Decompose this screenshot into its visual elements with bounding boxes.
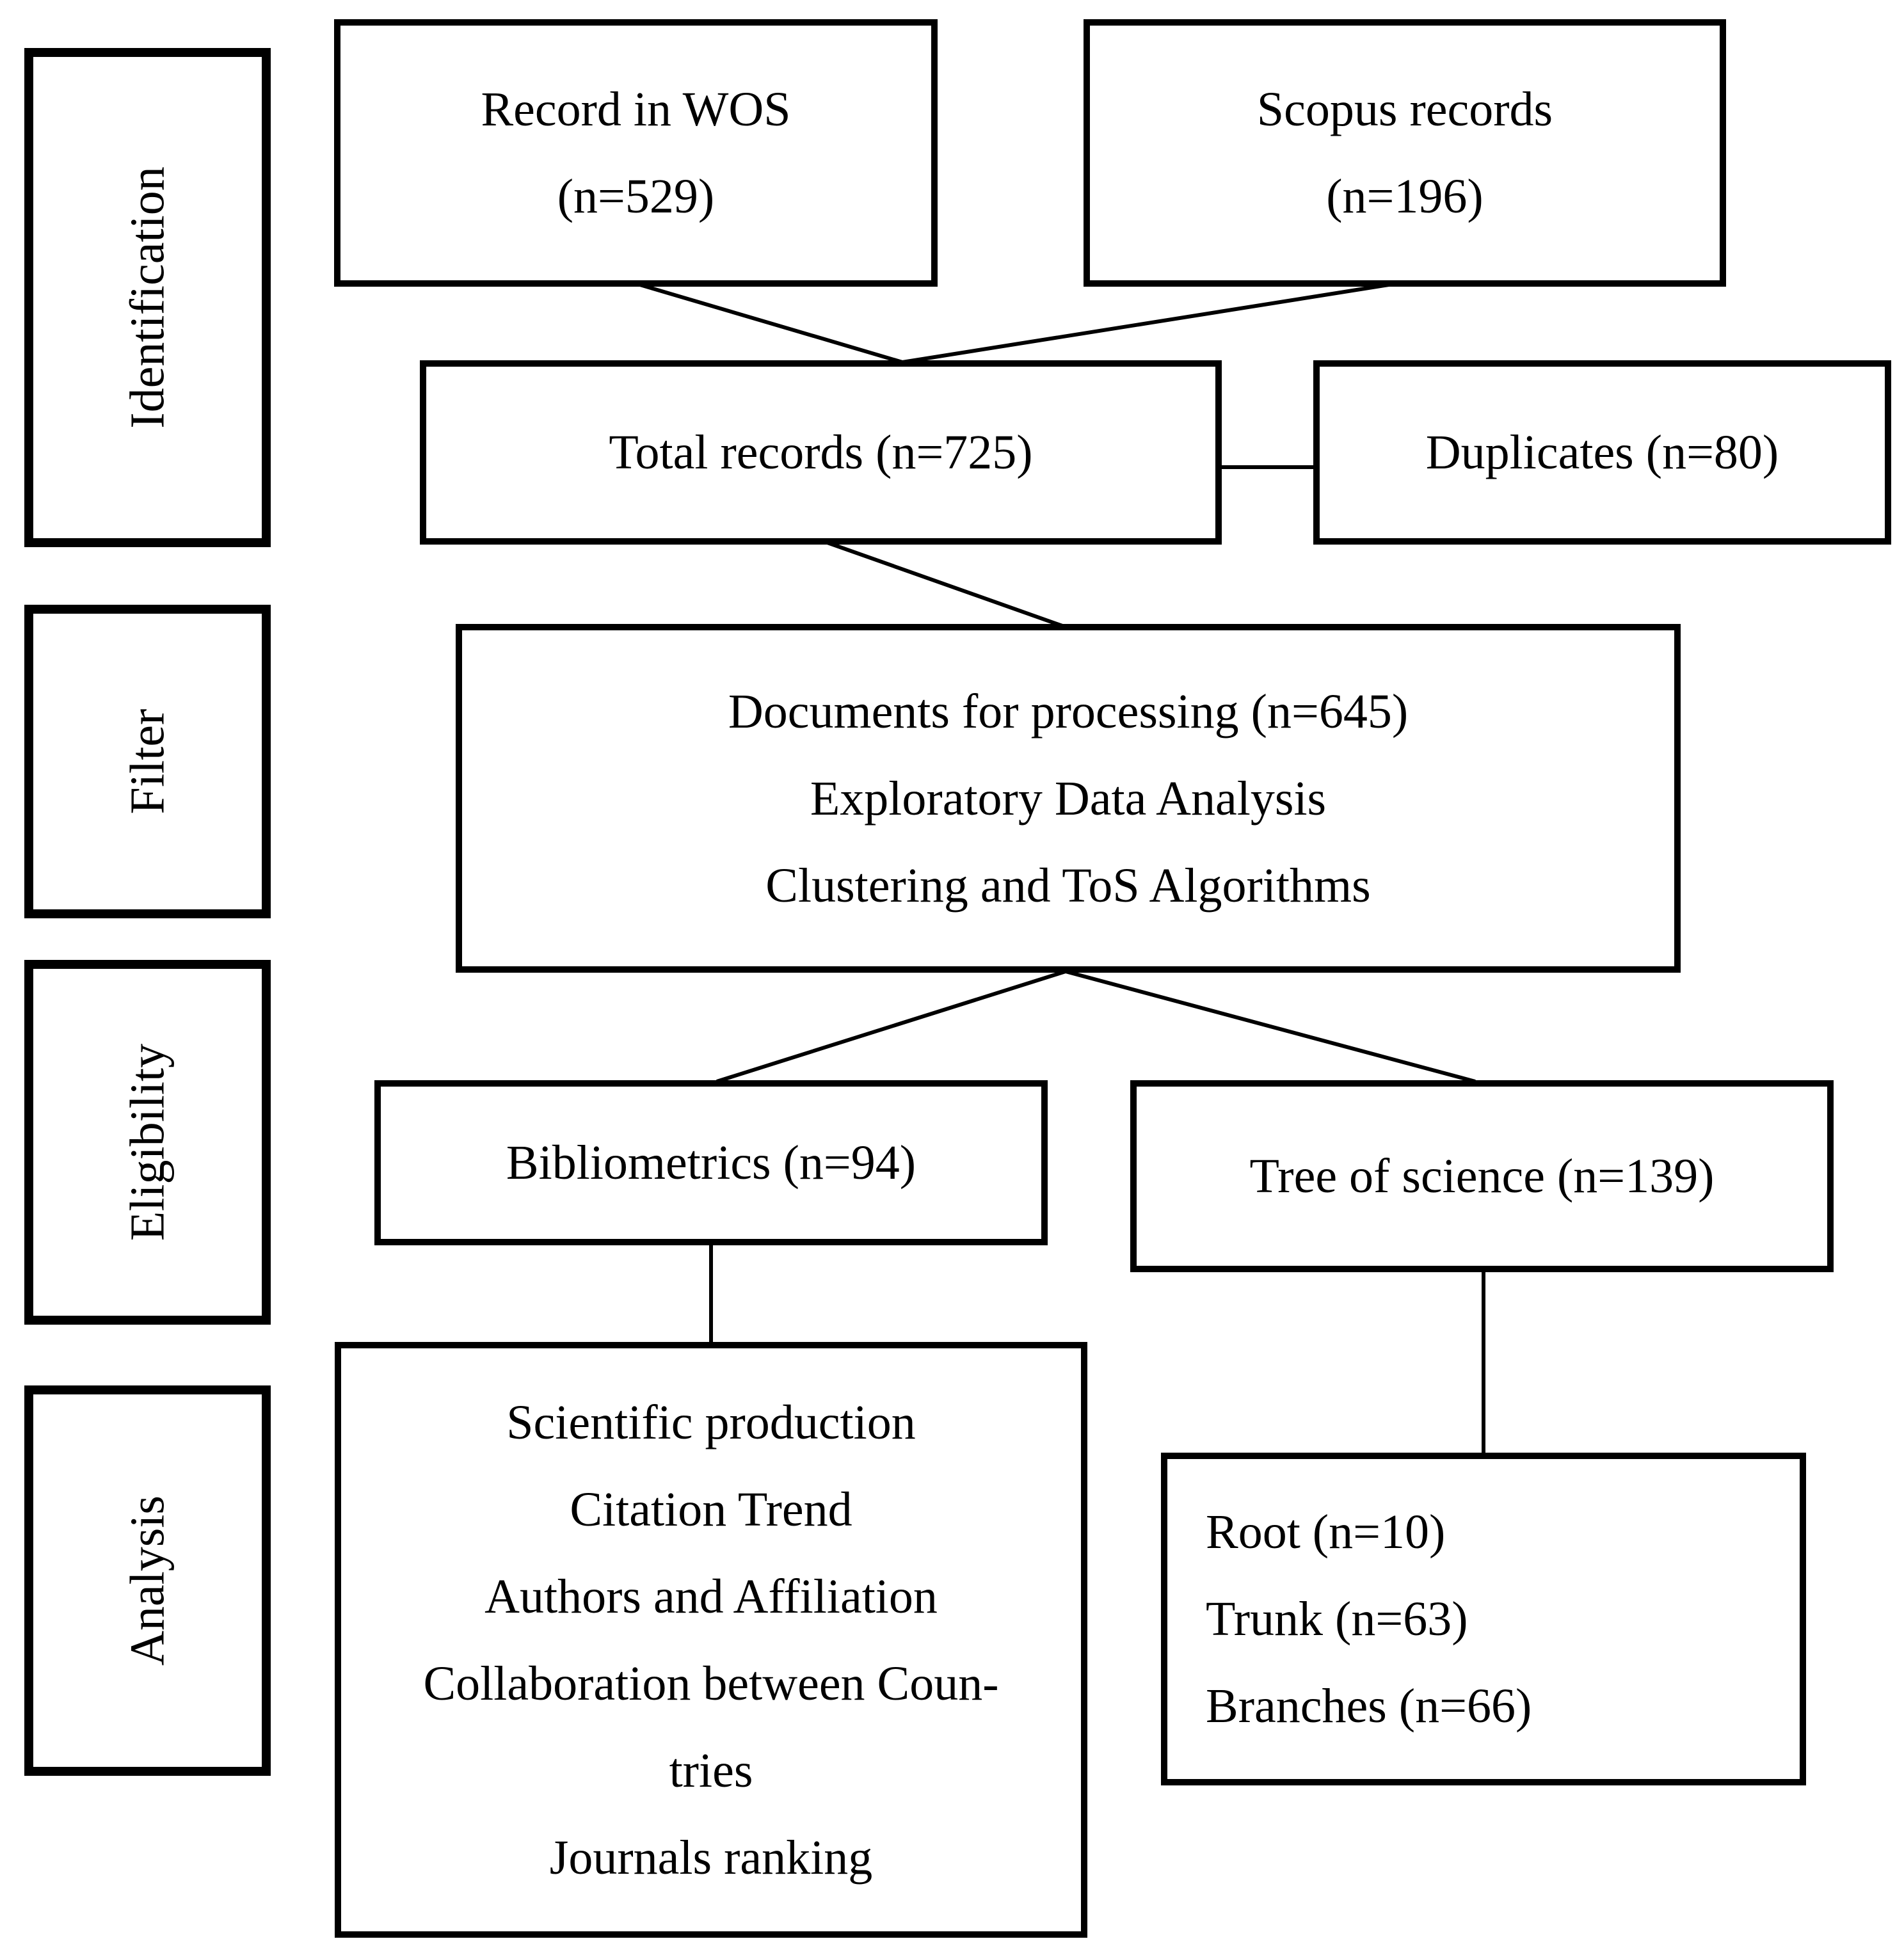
processing-line-2: Exploratory Data Analysis bbox=[810, 771, 1327, 826]
analysis-item-1: Scientific production bbox=[506, 1395, 916, 1449]
box-tree-of-science: Tree of science (n=139) bbox=[1130, 1080, 1834, 1272]
analysis-item-3: Authors and Affiliation bbox=[484, 1569, 938, 1624]
connector-processing-to-bibliometrics bbox=[716, 970, 1066, 1083]
analysis-item-2: Citation Trend bbox=[570, 1482, 852, 1536]
analysis-item-6: Journals ranking bbox=[549, 1830, 873, 1885]
box-bibliometric-analysis: Scientific production Citation Trend Aut… bbox=[335, 1342, 1087, 1938]
tos-trunk: Trunk (n=63) bbox=[1206, 1592, 1468, 1646]
total-records-text: Total records (n=725) bbox=[609, 426, 1033, 479]
box-scopus-records: Scopus records (n=196) bbox=[1084, 19, 1726, 287]
stage-eligibility-label: Eligibility bbox=[120, 1043, 174, 1241]
stage-filter: Filter bbox=[24, 605, 271, 918]
duplicates-text: Duplicates (n=80) bbox=[1425, 426, 1779, 479]
stage-identification: Identification bbox=[24, 48, 271, 547]
analysis-item-4: Collaboration between Coun- bbox=[423, 1656, 999, 1711]
scopus-title: Scopus records bbox=[1256, 83, 1553, 136]
stage-analysis-label: Analysis bbox=[120, 1496, 174, 1666]
box-documents-for-processing: Documents for processing (n=645) Explora… bbox=[456, 624, 1681, 973]
processing-line-1: Documents for processing (n=645) bbox=[728, 684, 1409, 738]
connector-scopus-to-total bbox=[902, 283, 1389, 364]
box-bibliometrics: Bibliometrics (n=94) bbox=[374, 1080, 1048, 1245]
stage-filter-label: Filter bbox=[120, 708, 174, 815]
connector-total-to-processing bbox=[824, 540, 1064, 628]
connector-processing-to-tos bbox=[1065, 970, 1476, 1083]
stage-eligibility: Eligibility bbox=[24, 960, 271, 1325]
scopus-count: (n=196) bbox=[1326, 170, 1484, 223]
bibliometrics-text: Bibliometrics (n=94) bbox=[506, 1136, 916, 1190]
wos-count: (n=529) bbox=[557, 170, 715, 223]
stage-analysis: Analysis bbox=[24, 1385, 271, 1776]
analysis-item-5: tries bbox=[669, 1743, 753, 1798]
tos-root: Root (n=10) bbox=[1206, 1505, 1446, 1559]
stage-identification-label: Identification bbox=[120, 166, 174, 429]
connector-wos-to-total bbox=[639, 283, 903, 364]
box-total-records: Total records (n=725) bbox=[420, 360, 1222, 545]
wos-title: Record in WOS bbox=[481, 83, 791, 136]
processing-line-3: Clustering and ToS Algorithms bbox=[765, 858, 1371, 913]
box-record-in-wos: Record in WOS (n=529) bbox=[334, 19, 938, 287]
box-duplicates: Duplicates (n=80) bbox=[1313, 360, 1891, 545]
box-tree-of-science-parts: Root (n=10) Trunk (n=63) Branches (n=66) bbox=[1161, 1453, 1806, 1785]
tos-branches: Branches (n=66) bbox=[1206, 1679, 1532, 1733]
tree-of-science-text: Tree of science (n=139) bbox=[1249, 1149, 1715, 1203]
